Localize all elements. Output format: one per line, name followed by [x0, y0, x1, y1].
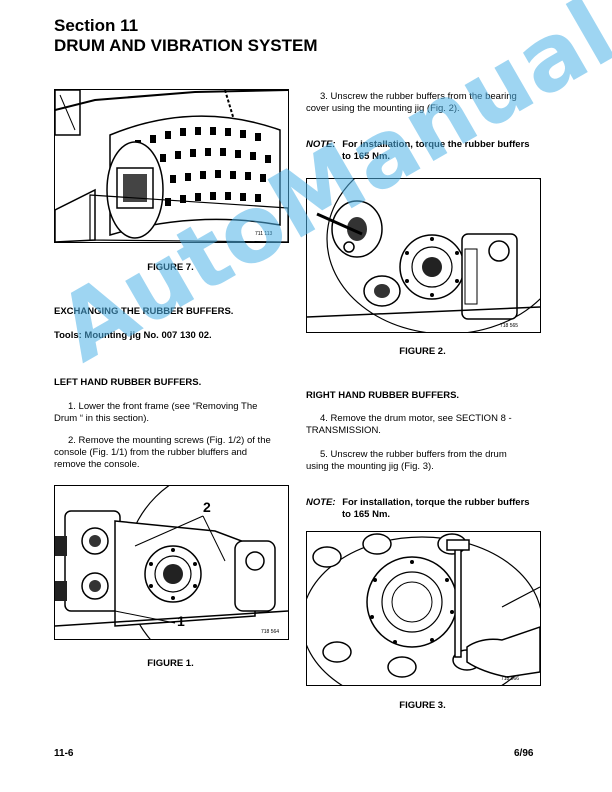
note-2: NOTE: For installation, torque the rubbe…: [306, 497, 530, 509]
heading-left-hand-rubber-buffers: LEFT HAND RUBBER BUFFERS.: [54, 377, 202, 388]
figure-2-code: 718 565: [500, 323, 518, 329]
step-5-line-2: using the mounting jig (Fig. 3).: [306, 461, 434, 472]
note-1-line-2: to 165 Nm.: [342, 151, 391, 162]
figure-1-code: 718 564: [261, 629, 279, 635]
note-1-label: NOTE:: [306, 139, 336, 150]
figure-2-illustration: 718 565: [306, 178, 541, 333]
note-1-line-1: For installation, torque the rubber buff…: [342, 139, 530, 150]
note-2-label: NOTE:: [306, 497, 336, 508]
step-2-line-2: console (Fig. 1/1) from the rubber bluff…: [54, 447, 248, 458]
step-4-line-2: TRANSMISSION.: [306, 425, 381, 436]
heading-exchanging-rubber-buffers: EXCHANGING THE RUBBER BUFFERS.: [54, 306, 234, 317]
figure-3-illustration: 718 566: [306, 531, 541, 686]
figure-3-caption: FIGURE 3.: [399, 700, 446, 711]
step-3-line-2: cover using the mounting jig (Fig. 2).: [306, 103, 460, 114]
step-4-line-1: 4. Remove the drum motor, see SECTION 8 …: [320, 413, 512, 424]
page-number: 11-6: [54, 748, 74, 759]
step-2-line-3: remove the console.: [54, 459, 140, 470]
section-title: DRUM AND VIBRATION SYSTEM: [54, 36, 318, 55]
figure-7-caption: FIGURE 7.: [147, 262, 194, 273]
note-2-line-2: to 165 Nm.: [342, 509, 391, 520]
figure-7-illustration: 711 113: [54, 89, 289, 243]
figure-3-code: 718 566: [501, 676, 519, 682]
step-3-line-1: 3. Unscrew the rubber buffers from the b…: [320, 91, 517, 102]
tools-line: Tools: Mounting jig No. 007 130 02.: [54, 330, 212, 341]
figure-2-caption: FIGURE 2.: [399, 346, 446, 357]
revision-date: 6/96: [514, 748, 534, 759]
note-1: NOTE: For installation, torque the rubbe…: [306, 139, 530, 151]
heading-right-hand-rubber-buffers: RIGHT HAND RUBBER BUFFERS.: [306, 390, 460, 401]
figure-1-illustration: 2 1 718 564: [54, 485, 289, 640]
step-5-line-1: 5. Unscrew the rubber buffers from the d…: [320, 449, 507, 460]
note-2-line-1: For installation, torque the rubber buff…: [342, 497, 530, 508]
step-1-line-1: 1. Lower the front frame (see “Removing …: [68, 401, 258, 412]
figure-1-caption: FIGURE 1.: [147, 658, 194, 669]
section-number: Section 11: [54, 16, 139, 35]
figure-7-code: 711 113: [255, 231, 273, 237]
step-2-line-1: 2. Remove the mounting screws (Fig. 1/2)…: [68, 435, 271, 446]
figure-1-label-1: 1: [177, 613, 185, 629]
figure-1-label-2: 2: [203, 499, 211, 515]
step-1-line-2: Drum “ in this section).: [54, 413, 150, 424]
